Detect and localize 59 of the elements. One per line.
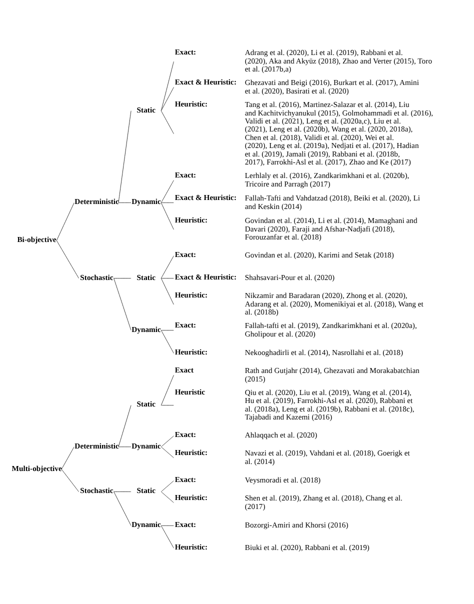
connector — [118, 446, 131, 447]
node-text: Stochastic — [80, 272, 113, 282]
connector — [160, 180, 174, 202]
connector — [113, 278, 131, 330]
node-text: Deterministic — [74, 196, 118, 206]
connector — [160, 446, 174, 458]
node-text: Static — [136, 486, 156, 495]
node-text: Exact: Fallah-tafti et al. (2019), Zandkarimkhani et al. (2020a), Gholipour et al. (2020) — [174, 320, 416, 338]
node-text: Bi-objective — [16, 234, 56, 244]
connector — [56, 240, 79, 278]
node-text: Exact Rath and Gutjahr (2014), Ghezavati and Morakabatchian (2015) — [174, 365, 419, 383]
connector — [160, 278, 174, 304]
node-text: Exact & Heuristic: Shahsavari-Pour et al. (2020) — [174, 272, 334, 282]
connector — [118, 404, 131, 447]
node-text: Deterministic — [74, 440, 118, 450]
node-text: Heuristic: Nekooghadirli et al. (2014), Nasrollahi et al. (2018) — [174, 346, 403, 357]
node-text: Heuristic: Govindan et al. (2014), Li et al. (2014), Mamaghani and Davari (2020), Faraji and Afshar-Nadjafi (2018), Forouzanfar et al. (2018) — [174, 215, 417, 242]
node-text: Exact: Veysmoradi et al. (2018) — [174, 474, 320, 484]
connector — [160, 60, 174, 111]
connector — [160, 524, 174, 548]
node-text: Heuristic: Tang et al. (2016), Martinez-Salazar et al. (2014), Liu and Kachitvichyanukul (2015), Golmohammadi et al. (2016), Validi et al. (2021), Leng et al. (2020a,c), Liu et al. (2021), Leng et al. (2020b), Wang et al. (2020, 2018a), Chen et al. (2018), Validi et al. (2020), Wei et al. (2020), Leng et al. (2019a), Nedjati et al. (2017), Hadian et al. (2019), Jamali (2019), Rabbani et al. (2018b, 2017), Farrokhi-Asl et al. (2017), Zhao and Ke (2017) — [174, 99, 433, 166]
node-text: Dynamic — [131, 520, 160, 529]
node-text: Heuristic: Biuki et al. (2020), Rabbani et al. (2019) — [174, 542, 369, 552]
node-text: Static — [136, 399, 156, 408]
node-text: Exact & Heuristic: Fallah-Tafti and Vahdatzad (2018), Beiki et al. (2020), Li and Keskin (2014) — [174, 192, 420, 210]
connector — [160, 435, 174, 447]
node-text: Exact: Bozorgi-Amiri and Khorsi (2016) — [174, 519, 348, 529]
connector — [160, 202, 174, 230]
connector — [160, 524, 174, 526]
connector — [160, 255, 174, 278]
node-text: Dynamic — [131, 196, 160, 206]
connector — [160, 374, 174, 405]
connector — [113, 490, 131, 492]
connector — [160, 330, 174, 354]
connector — [160, 490, 174, 502]
connector — [118, 110, 131, 202]
node-text: Heuristic Qiu et al. (2020), Liu et al. (2019), Wang et al. (2014), Hu et al. (2019), Farrokhi-Asl et al. (2020), Rabbani et al. (2018a), Leng et al. (2019b), Rabbani et al. (2018c), Tajabadi and Kazemi (2016) — [174, 386, 414, 422]
connector — [113, 490, 131, 526]
node-text: Heuristic: Shen et al. (2019), Zhang et al. (2018), Chang et al. (2017) — [174, 492, 402, 510]
node-text: Dynamic — [131, 324, 160, 334]
node-text: Static — [136, 272, 156, 282]
node-text: Heuristic: Nikzamir and Baradaran (2020), Zhong et al. (2020), Adarang et al. (2020), Momenikiyai et al. (2018), Wang et al. (2018b) — [174, 290, 423, 316]
node-text: Heuristic: Navazi et al. (2019), Vahdani et al. (2018), Goerigk et al. (2014) — [174, 448, 410, 466]
node-text: Exact: Ahlaqqach et al. (2020) — [174, 430, 317, 440]
node-text: Exact & Heuristic: Ghezavati and Beigi (2016), Burkart et al. (2017), Amini et al. (2020), Basirati et al. (2020) — [174, 77, 419, 95]
node-text: Exact: Govindan et al. (2020), Karimi and Setak (2018) — [174, 250, 394, 260]
node-text: Dynamic — [131, 440, 160, 450]
node-text: Exact: Lerhlaly et al. (2016), Zandkarimkhani et al. (2020b), Tricoire and Parragh (2017) — [174, 170, 409, 188]
connector — [56, 202, 74, 240]
connector — [160, 86, 174, 111]
connector — [160, 480, 174, 492]
connector — [160, 110, 174, 134]
connector — [160, 404, 174, 405]
node-text: Multi-objective — [11, 463, 62, 472]
node-text: Stochastic — [80, 486, 113, 495]
connector — [60, 468, 79, 492]
node-text: Static — [136, 104, 156, 114]
node-text: Exact: Adrang et al. (2020), Li et al. (2019), Rabbani et al. (2020), Aka and Akyüz (2018), Zhao and Verter (2015), Toro et al. (2017b,a) — [174, 47, 432, 74]
connector — [60, 446, 74, 470]
